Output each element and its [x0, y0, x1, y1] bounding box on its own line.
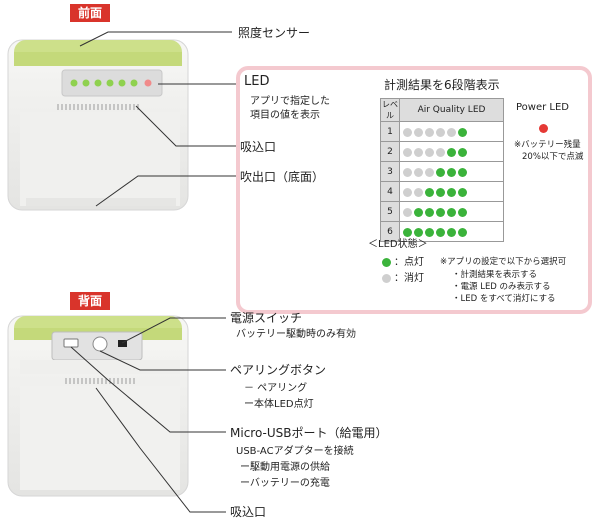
- power-led-label: Power LED: [516, 102, 570, 113]
- led-off-dot: [436, 148, 445, 157]
- legend-on-label: ：点灯: [394, 257, 424, 268]
- front-led-row: [70, 79, 152, 87]
- app-note: ※アプリの設定で以下から選択可: [440, 257, 567, 267]
- level-dots: [399, 121, 504, 142]
- light-sensor-label: 照度センサー: [238, 26, 311, 40]
- level-dots: [399, 221, 504, 242]
- led-on-dot: [458, 228, 467, 237]
- intake-label-front: 吸込口: [240, 140, 277, 154]
- power-switch-desc: バッテリー駆動時のみ有効: [236, 329, 356, 340]
- app-opt-1: ・計測結果を表示する: [452, 270, 538, 280]
- led-on-dot: [425, 188, 434, 197]
- col-aq-header: Air Quality LED: [399, 98, 504, 122]
- led-on-dot: [425, 208, 434, 217]
- led-off-dot: [414, 188, 423, 197]
- led-on-dot: [458, 168, 467, 177]
- front-device: [7, 39, 189, 211]
- level-number: 4: [380, 181, 400, 202]
- usb-desc-2: ー駆動用電源の供給: [240, 462, 330, 473]
- led-on-dot: [447, 168, 456, 177]
- power-note-2: 20%以下で点滅: [522, 152, 584, 162]
- level-dots: [399, 181, 504, 202]
- back-leader-lines: [70, 317, 226, 513]
- panel-title: 計測結果を6段階表示: [384, 78, 500, 92]
- level-number: 5: [380, 201, 400, 222]
- led-on-dot: [436, 188, 445, 197]
- power-note-1: ※バッテリー残量: [514, 140, 581, 150]
- led-off-dot: [403, 128, 412, 137]
- legend-off-dot: [382, 274, 391, 283]
- led-on-dot: [425, 228, 434, 237]
- pairing-label: ペアリングボタン: [230, 363, 327, 377]
- app-opt-3: ・LED をすべて消灯にする: [452, 294, 556, 304]
- usb-desc-1: USB-ACアダプターを接続: [236, 446, 354, 457]
- led-off-dot: [425, 128, 434, 137]
- led-on-dot: [436, 208, 445, 217]
- front-tag: 前面: [70, 4, 111, 22]
- level-number: 3: [380, 161, 400, 182]
- level-row: 3: [380, 161, 504, 182]
- level-number: 1: [380, 121, 400, 142]
- pairing-desc-2: ー本体LED点灯: [244, 399, 314, 410]
- led-on-dot: [447, 148, 456, 157]
- back-device: [7, 315, 189, 497]
- legend-title: ＜LED状態＞: [368, 239, 428, 250]
- led-label: LED: [244, 74, 270, 89]
- led-desc-2: 項目の値を表示: [250, 110, 320, 121]
- power-led-dot: [539, 124, 548, 133]
- intake-label-back: 吸込口: [230, 505, 267, 519]
- led-off-dot: [414, 168, 423, 177]
- led-desc-1: アプリで指定した: [250, 96, 330, 107]
- led-off-dot: [447, 128, 456, 137]
- level-row: 1: [380, 121, 504, 142]
- level-row: 4: [380, 181, 504, 202]
- led-on-dot: [458, 188, 467, 197]
- led-off-dot: [414, 148, 423, 157]
- led-off-dot: [414, 128, 423, 137]
- power-switch-label: 電源スイッチ: [230, 311, 303, 325]
- scale-many: 多: [362, 217, 372, 227]
- level-row: 6: [380, 221, 504, 242]
- led-off-dot: [436, 128, 445, 137]
- front-leader-lines: [79, 31, 236, 207]
- usb-label: Micro-USBポート（給電用）: [230, 426, 388, 440]
- level-dots: [399, 161, 504, 182]
- led-on-dot: [414, 228, 423, 237]
- led-on-dot: [436, 228, 445, 237]
- legend-off-label: ：消灯: [394, 273, 424, 284]
- led-off-dot: [403, 188, 412, 197]
- led-on-dot: [447, 228, 456, 237]
- usb-desc-3: ーバッテリーの充電: [240, 478, 330, 489]
- led-on-dot: [447, 208, 456, 217]
- level-row: 5: [380, 201, 504, 222]
- level-dots: [399, 201, 504, 222]
- led-on-dot: [403, 228, 412, 237]
- led-on-dot: [458, 128, 467, 137]
- led-off-dot: [403, 168, 412, 177]
- led-on-dot: [458, 148, 467, 157]
- led-off-dot: [425, 148, 434, 157]
- led-on-dot: [447, 188, 456, 197]
- pairing-desc-1: － ペアリング: [244, 383, 308, 394]
- back-intake-grill: [65, 378, 135, 384]
- outlet-label: 吹出口（底面）: [240, 170, 325, 184]
- level-number: 2: [380, 141, 400, 162]
- legend-on-dot: [382, 258, 391, 267]
- led-on-dot: [458, 208, 467, 217]
- led-off-dot: [403, 148, 412, 157]
- col-level-header: レベル: [380, 98, 400, 122]
- level-dots: [399, 141, 504, 162]
- back-tag: 背面: [70, 292, 111, 310]
- app-opt-2: ・電源 LED のみ表示する: [452, 282, 551, 292]
- led-on-dot: [414, 208, 423, 217]
- scale-few: 少: [362, 122, 372, 132]
- led-off-dot: [403, 208, 412, 217]
- led-off-dot: [425, 168, 434, 177]
- level-row: 2: [380, 141, 504, 162]
- led-on-dot: [436, 168, 445, 177]
